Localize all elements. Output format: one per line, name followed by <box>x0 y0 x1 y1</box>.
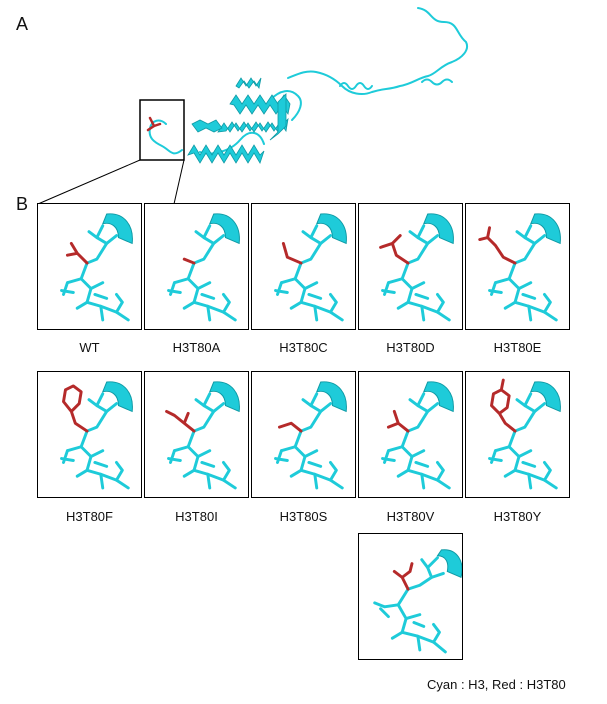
variant-label-h3t80y: H3T80Y <box>493 509 542 524</box>
structure-box-h3t80s <box>251 371 356 498</box>
variant-label-wt: WT <box>79 340 100 355</box>
color-legend: Cyan : H3, Red : H3T80 <box>427 677 566 692</box>
structure-box-wt <box>37 203 142 330</box>
full-protein-structure <box>37 7 468 205</box>
panel-b-letter: B <box>16 194 29 214</box>
structure-box-h3t80y <box>465 371 570 498</box>
structure-box-h3t80c <box>251 203 356 330</box>
structure-box-extra <box>358 533 463 660</box>
zoom-region-box <box>139 99 185 161</box>
structure-box-h3t80a <box>144 203 249 330</box>
structure-box-h3t80f <box>37 371 142 498</box>
structure-box-h3t80e <box>465 203 570 330</box>
variant-label-h3t80a: H3T80A <box>172 340 221 355</box>
structure-box-h3t80i <box>144 371 249 498</box>
variant-label-h3t80f: H3T80F <box>66 509 113 524</box>
structure-box-h3t80v <box>358 371 463 498</box>
panel-a-letter: A <box>16 14 29 34</box>
variant-label-h3t80e: H3T80E <box>493 340 542 355</box>
variant-label-h3t80i: H3T80I <box>175 509 218 524</box>
variant-label-h3t80c: H3T80C <box>279 340 328 355</box>
structure-box-h3t80d <box>358 203 463 330</box>
variant-label-h3t80v: H3T80V <box>386 509 435 524</box>
variant-label-h3t80d: H3T80D <box>386 340 435 355</box>
variant-label-h3t80s: H3T80S <box>279 509 328 524</box>
